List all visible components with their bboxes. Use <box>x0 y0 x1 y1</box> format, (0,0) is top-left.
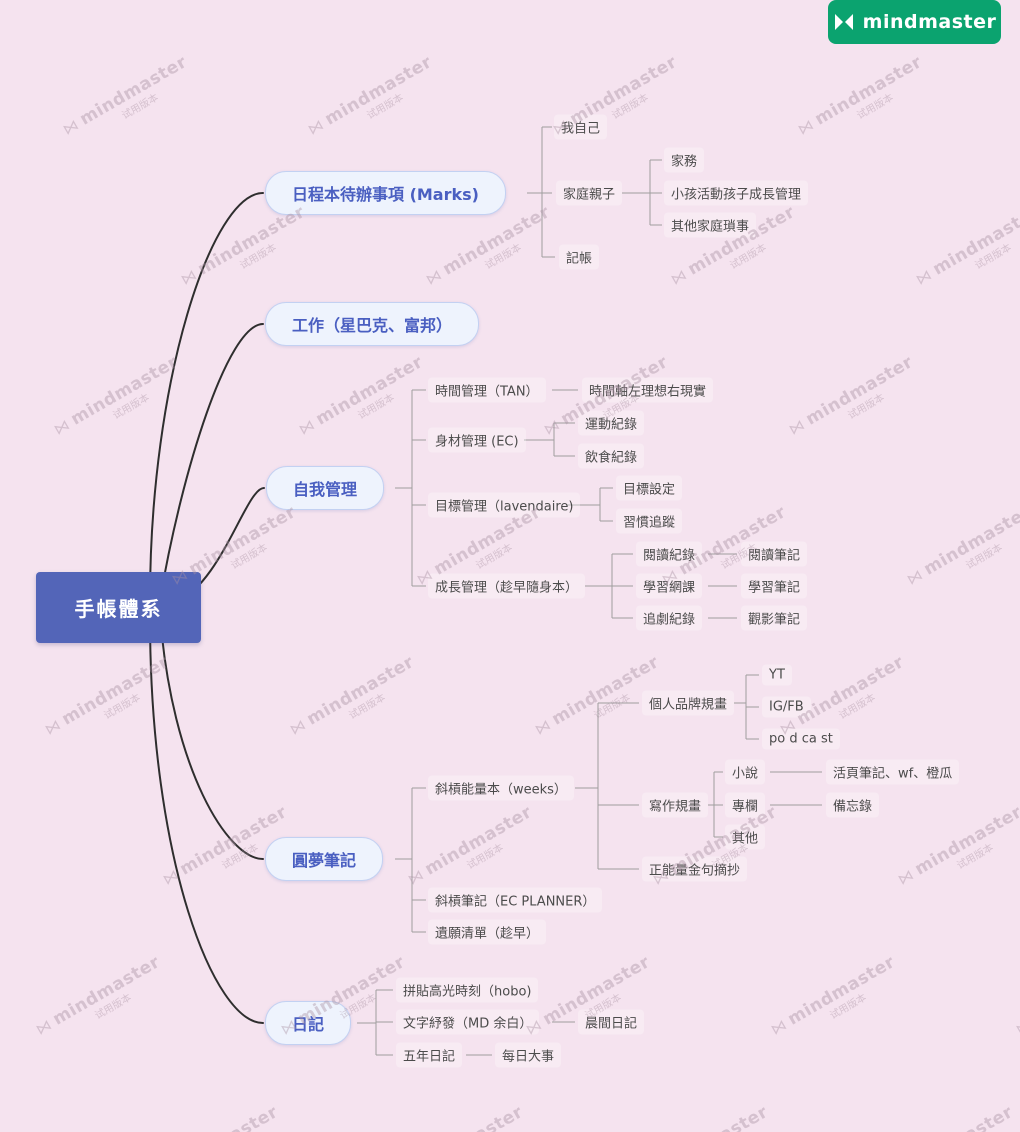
mindmap-node[interactable]: 斜槓筆記（EC PLANNER） <box>428 887 603 913</box>
mindmaster-logo-icon <box>833 11 855 33</box>
mindmap-node[interactable]: 拼貼高光時刻（hobo) <box>396 977 539 1003</box>
mindmap-node[interactable]: 習慣追蹤 <box>616 508 683 534</box>
mindmap-node[interactable]: 學習筆記 <box>741 573 808 599</box>
mindmap-node[interactable]: 活頁筆記、wf、橙瓜 <box>826 759 960 785</box>
mindmap-node[interactable]: 晨間日記 <box>578 1009 645 1035</box>
mindmap-node[interactable]: 觀影筆記 <box>741 605 808 631</box>
mindmap-node[interactable]: 學習網課 <box>636 573 703 599</box>
mindmap-node[interactable]: 遺願清單（趁早） <box>428 919 547 945</box>
mindmap-node[interactable]: 飲食紀錄 <box>578 443 645 469</box>
mindmap-node[interactable]: YT <box>762 664 792 686</box>
mindmap-node[interactable]: 其他家庭瑣事 <box>664 212 757 238</box>
mindmap-node[interactable]: 小說 <box>725 759 766 785</box>
mindmap-node[interactable]: 目標管理（lavendaire) <box>428 492 581 518</box>
mindmap-node[interactable]: 記帳 <box>559 244 600 270</box>
mindmap-node[interactable]: 每日大事 <box>495 1042 562 1068</box>
mindmap-node[interactable]: 正能量金句摘抄 <box>642 856 748 882</box>
mindmap-node[interactable]: 目標設定 <box>616 475 683 501</box>
root-node[interactable]: 手帳體系 <box>36 572 201 643</box>
brand-label: mindmaster <box>862 11 997 33</box>
mindmap-node[interactable]: 個人品牌規畫 <box>642 690 735 716</box>
mindmap-node[interactable]: 專欄 <box>725 792 766 818</box>
branch-node-diary[interactable]: 日記 <box>265 1001 352 1045</box>
mindmap-node[interactable]: 家務 <box>664 147 705 173</box>
mindmap-node[interactable]: 五年日記 <box>396 1042 463 1068</box>
branch-node-dream-notes[interactable]: 圓夢筆記 <box>265 837 384 881</box>
mindmap-node[interactable]: IG/FB <box>762 696 811 718</box>
mindmap-node[interactable]: 文字紓發（MD 余白） <box>396 1009 540 1035</box>
mindmaster-brand-button[interactable]: mindmaster <box>828 0 1001 44</box>
mindmap-node[interactable]: 備忘錄 <box>826 792 880 818</box>
mindmap-node[interactable]: 斜槓能量本（weeks） <box>428 775 574 801</box>
mindmap-node[interactable]: 運動紀錄 <box>578 410 645 436</box>
mindmap-node[interactable]: 身材管理 (EC) <box>428 427 526 453</box>
mindmap-node[interactable]: 時間管理（TAN） <box>428 377 546 403</box>
mindmap-node[interactable]: po d ca st <box>762 728 840 750</box>
mindmap-node[interactable]: 我自己 <box>554 114 608 140</box>
mindmap-node[interactable]: 家庭親子 <box>556 180 623 206</box>
mindmap-node[interactable]: 小孩活動孩子成長管理 <box>664 180 809 206</box>
mindmap-node[interactable]: 其他 <box>725 824 766 850</box>
mindmap-node[interactable]: 追劇紀錄 <box>636 605 703 631</box>
branch-node-work[interactable]: 工作（星巴克、富邦） <box>265 302 480 346</box>
mindmap-node[interactable]: 寫作規畫 <box>642 792 709 818</box>
mindmap-node[interactable]: 閱讀紀錄 <box>636 541 703 567</box>
branch-node-self-mgmt[interactable]: 自我管理 <box>266 466 385 510</box>
mindmap-node[interactable]: 時間軸左理想右現實 <box>582 377 714 403</box>
mindmap-node[interactable]: 閱讀筆記 <box>741 541 808 567</box>
mindmap-node[interactable]: 成長管理（趁早隨身本） <box>428 573 586 599</box>
branch-node-schedule[interactable]: 日程本待辦事項 (Marks) <box>265 171 506 215</box>
